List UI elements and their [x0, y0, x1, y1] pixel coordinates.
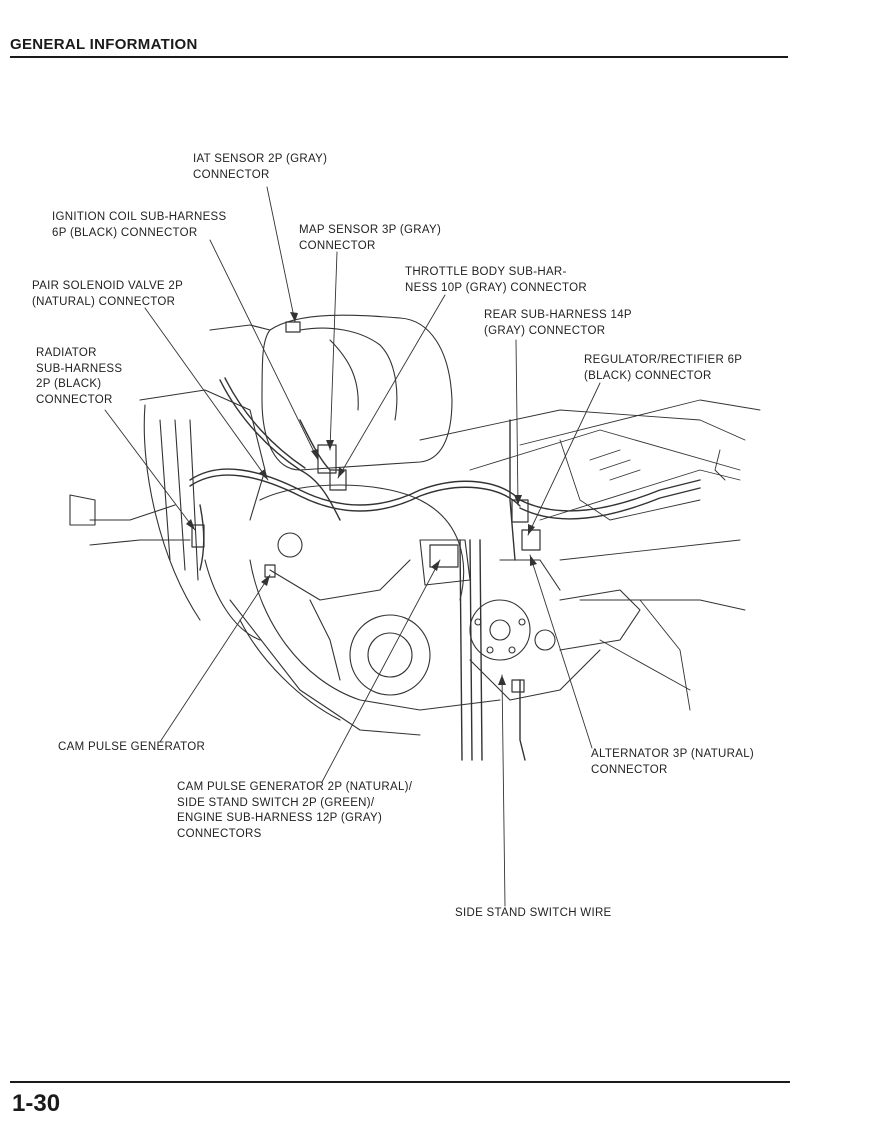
callout-map-sensor: MAP SENSOR 3P (GRAY)CONNECTOR — [299, 224, 442, 252]
callout-alternator: ALTERNATOR 3P (NATURAL)CONNECTOR — [591, 748, 755, 776]
header-rule — [10, 56, 788, 58]
radiator-outline — [69, 389, 266, 641]
wiring-harness — [189, 377, 701, 761]
callout-side-stand-wire: SIDE STAND SWITCH WIRE — [455, 907, 612, 919]
callout-pair-solenoid: PAIR SOLENOID VALVE 2P(NATURAL) CONNECTO… — [32, 280, 184, 308]
airbox-outline — [209, 314, 453, 471]
leader-lines — [104, 186, 601, 907]
section-title: GENERAL INFORMATION — [10, 36, 198, 53]
page-number: 1-30 — [12, 1090, 61, 1117]
engine-block — [229, 484, 501, 736]
footer-rule — [10, 1081, 790, 1083]
connector-bodies — [191, 321, 541, 693]
callout-regulator: REGULATOR/RECTIFIER 6P(BLACK) CONNECTOR — [584, 354, 743, 382]
callout-cam-pulse-connectors: CAM PULSE GENERATOR 2P (NATURAL)/SIDE ST… — [177, 781, 413, 840]
callout-cam-pulse: CAM PULSE GENERATOR — [58, 741, 206, 753]
arrowheads — [186, 312, 537, 685]
frame-lines — [419, 399, 761, 711]
callout-iat-sensor: IAT SENSOR 2P (GRAY)CONNECTOR — [193, 153, 328, 181]
callout-throttle-body: THROTTLE BODY SUB-HAR-NESS 10P (GRAY) CO… — [405, 266, 587, 294]
alternator-cover — [469, 559, 641, 701]
callout-rear-sub-harness: REAR SUB-HARNESS 14P(GRAY) CONNECTOR — [484, 309, 632, 337]
